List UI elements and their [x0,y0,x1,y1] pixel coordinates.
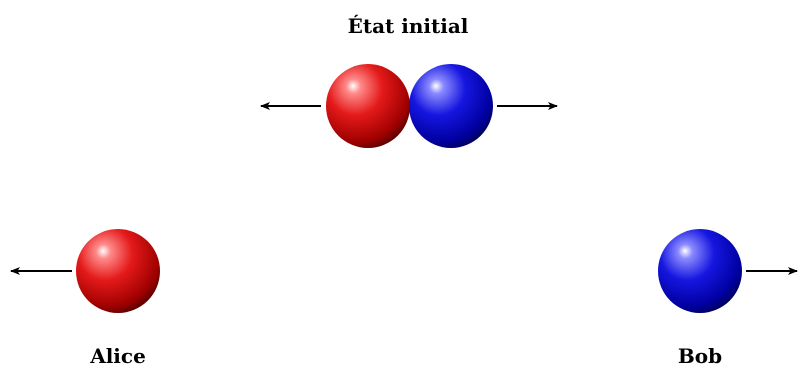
alice-group: Alice [11,229,160,368]
diagram-title: État initial [348,14,469,38]
initial-red-particle [326,64,410,148]
bob-group: Bob [658,229,797,368]
bob-label: Bob [678,344,722,368]
alice-label: Alice [89,344,146,368]
alice-red-particle [76,229,160,313]
bob-blue-particle [658,229,742,313]
initial-state-group [261,64,557,148]
initial-blue-particle [409,64,493,148]
